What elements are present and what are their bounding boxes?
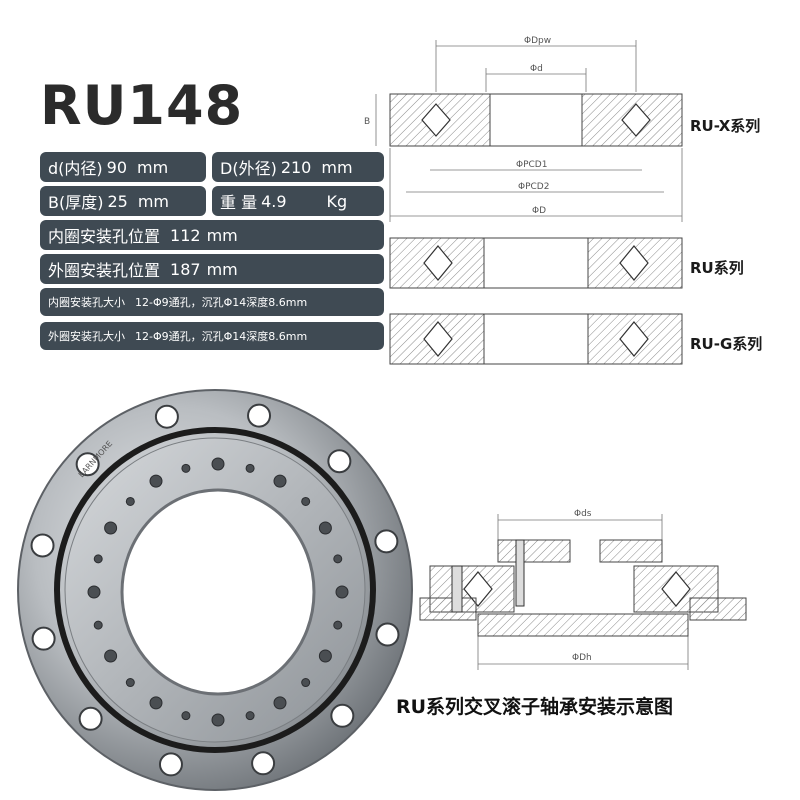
dim-label-B: B <box>364 117 370 127</box>
spec-label: 内圈安装孔位置 <box>48 227 161 246</box>
inner-mounting-hole <box>104 521 118 535</box>
inner-mounting-hole <box>181 711 191 721</box>
outer-mounting-hole <box>78 706 103 731</box>
spec-label: B(厚度) <box>48 193 104 212</box>
dim-label-dh: ΦDh <box>572 653 592 663</box>
spec-value: 112 <box>170 225 201 245</box>
inner-mounting-hole <box>149 474 163 488</box>
series-label-ru-g: RU-G系列 <box>690 335 763 353</box>
spec-outer-hole-size: 外圈安装孔大小 12-Φ9通孔，沉孔Φ14深度8.6mm <box>40 322 384 350</box>
spec-value: 12-Φ9通孔，沉孔Φ14深度8.6mm <box>135 330 308 343</box>
spec-unit: mm <box>206 259 238 279</box>
outer-mounting-hole <box>154 404 179 429</box>
product-title: RU148 <box>40 74 244 137</box>
dim-label-pcd1: ΦPCD1 <box>516 160 547 170</box>
section-ru-g <box>389 313 683 365</box>
dim-label-D: ΦD <box>532 206 546 216</box>
outer-mounting-hole <box>75 452 100 477</box>
inner-mounting-hole <box>245 711 255 721</box>
inner-mounting-hole <box>318 521 332 535</box>
spec-unit: mm <box>321 157 353 177</box>
spec-label: 外圈安装孔位置 <box>48 261 161 280</box>
spec-unit: mm <box>137 157 169 177</box>
section-ru <box>389 237 683 289</box>
outer-mounting-hole <box>327 449 352 474</box>
dim-label-d: Φd <box>530 64 543 74</box>
spec-label: D(外径) <box>220 159 277 178</box>
outer-mounting-hole <box>247 403 272 428</box>
inner-mounting-hole <box>335 585 349 599</box>
inner-mounting-hole <box>318 649 332 663</box>
spec-inner-hole-position: 内圈安装孔位置 112 mm <box>40 220 384 250</box>
spec-width: B(厚度) 25 mm <box>40 186 206 216</box>
inner-mounting-hole <box>211 713 225 727</box>
outer-mounting-hole <box>30 533 55 558</box>
dim-label-ds: Φds <box>574 509 592 519</box>
inner-mounting-hole <box>211 457 225 471</box>
caption: RU系列交叉滚子轴承安装示意图 <box>396 696 674 718</box>
spec-value: 187 <box>170 259 201 279</box>
spec-unit: mm <box>137 191 169 211</box>
inner-mounting-hole <box>301 496 311 506</box>
spec-outer-diameter: D(外径) 210 mm <box>212 152 384 182</box>
outer-mounting-hole <box>374 529 399 554</box>
inner-mounting-hole <box>104 649 118 663</box>
dim-label-dpw: ΦDpw <box>524 36 551 46</box>
spec-unit: mm <box>206 225 238 245</box>
outer-mounting-hole <box>251 751 276 776</box>
inner-mounting-hole <box>245 463 255 473</box>
inner-mounting-hole <box>125 496 135 506</box>
spec-value: 90 <box>106 157 128 177</box>
spec-inner-diameter: d(内径) 90 mm <box>40 152 206 182</box>
inner-mounting-hole <box>125 678 135 688</box>
inner-mounting-hole <box>273 474 287 488</box>
installation-drawing: Φds ΦDh <box>419 509 747 670</box>
spec-value: 4.9 <box>261 191 287 211</box>
section-ru-x <box>389 93 683 147</box>
spec-weight: 重 量 4.9 Kg <box>212 186 384 216</box>
spec-unit: Kg <box>326 191 348 211</box>
series-label-ru: RU系列 <box>690 259 744 277</box>
inner-mounting-hole <box>93 620 103 630</box>
spec-label: 外圈安装孔大小 <box>48 330 125 343</box>
spec-value: 12-Φ9通孔，沉孔Φ14深度8.6mm <box>135 296 308 309</box>
spec-value: 25 <box>107 191 128 211</box>
series-label-ru-x: RU-X系列 <box>690 117 761 135</box>
inner-mounting-hole <box>93 554 103 564</box>
outer-mounting-hole <box>330 703 355 728</box>
spec-label: 内圈安装孔大小 <box>48 296 125 309</box>
outer-mounting-hole <box>31 626 56 651</box>
inner-mounting-hole <box>333 554 343 564</box>
outer-mounting-hole <box>158 752 183 777</box>
inner-mounting-hole <box>273 696 287 710</box>
dim-label-pcd2: ΦPCD2 <box>518 182 549 192</box>
spec-value: 210 <box>280 157 312 177</box>
outer-mounting-hole <box>375 622 400 647</box>
inner-mounting-hole <box>301 678 311 688</box>
inner-mounting-hole <box>181 463 191 473</box>
inner-mounting-hole <box>149 696 163 710</box>
spec-inner-hole-size: 内圈安装孔大小 12-Φ9通孔，沉孔Φ14深度8.6mm <box>40 288 384 316</box>
inner-mounting-hole <box>87 585 101 599</box>
spec-outer-hole-position: 外圈安装孔位置 187 mm <box>40 254 384 284</box>
inner-mounting-hole <box>333 620 343 630</box>
spec-label: d(内径) <box>48 159 103 178</box>
spec-label: 重 量 <box>220 193 258 212</box>
